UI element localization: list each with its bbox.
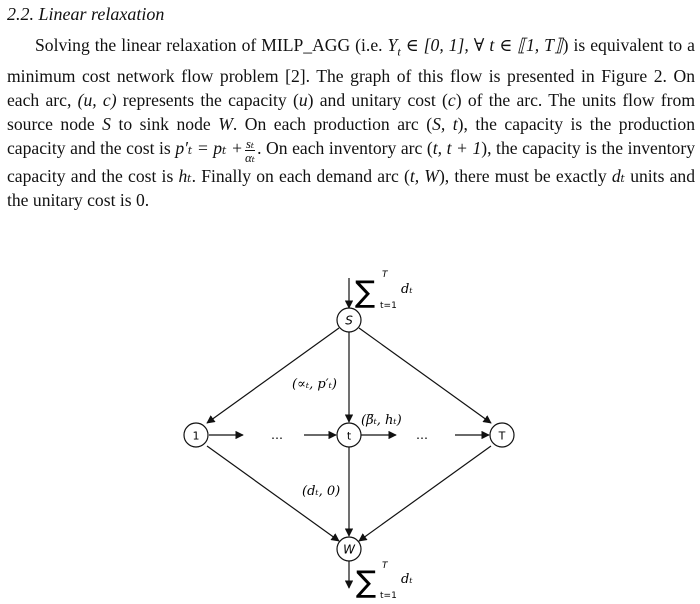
section-number: 2.2. bbox=[7, 4, 34, 24]
node-W-label: W bbox=[343, 543, 356, 557]
supply-sum-upper: T bbox=[382, 270, 389, 280]
body-paragraph: Solving the linear relaxation of MILP_AG… bbox=[7, 35, 696, 210]
node-1-label: 1 bbox=[193, 430, 200, 443]
section-heading: 2.2. Linear relaxation bbox=[7, 4, 164, 25]
node-1: 1 bbox=[183, 422, 209, 448]
node-T: T bbox=[489, 422, 515, 448]
supply-sum-symbol: ∑ bbox=[355, 275, 375, 310]
demand-sum-symbol: ∑ bbox=[356, 565, 376, 600]
flow-network-diagram: ∑ T t=1 dₜ … … ∑ T t=1 dₜ (∝ₜ, p′ₜ) (β̅ₜ… bbox=[183, 270, 515, 601]
demand-sum-lower: t=1 bbox=[380, 591, 397, 601]
arc-1-W bbox=[206, 445, 340, 542]
arc-T-W bbox=[358, 445, 492, 542]
node-T-label: T bbox=[498, 430, 506, 443]
supply-sum-term: dₜ bbox=[401, 282, 413, 297]
node-W: W bbox=[336, 536, 362, 562]
arc-S-T bbox=[358, 327, 492, 424]
demand-sum-upper: T bbox=[382, 561, 389, 571]
dots-right: … bbox=[416, 428, 428, 442]
label-demand-arc: (dₜ, 0) bbox=[302, 484, 340, 499]
demand-sum-term: dₜ bbox=[401, 572, 413, 587]
dots-left: … bbox=[271, 428, 283, 442]
node-S-label: S bbox=[345, 314, 353, 328]
arc-S-1 bbox=[206, 327, 340, 424]
node-t: t bbox=[336, 422, 362, 448]
node-S: S bbox=[336, 307, 362, 333]
section-title: Linear relaxation bbox=[38, 4, 165, 24]
label-production-arc: (∝ₜ, p′ₜ) bbox=[292, 377, 337, 392]
supply-sum-lower: t=1 bbox=[380, 301, 397, 311]
node-t-label: t bbox=[347, 430, 352, 443]
label-inventory-arc: (β̅ₜ, hₜ) bbox=[361, 413, 402, 428]
